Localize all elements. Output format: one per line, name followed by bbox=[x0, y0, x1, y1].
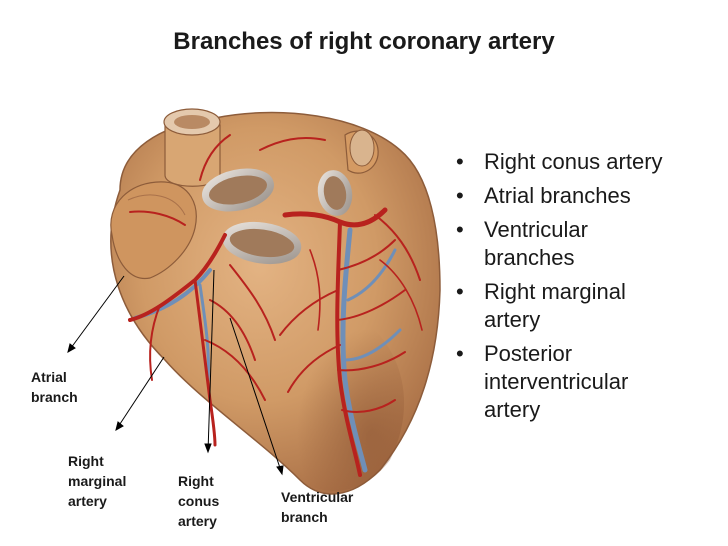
arrow-right-marginal bbox=[115, 356, 165, 431]
callout-atrial-branch: Atrial branch bbox=[31, 369, 78, 405]
callout-right-conus-artery: Right conus artery bbox=[178, 473, 220, 529]
vessel-opening-right bbox=[317, 170, 353, 216]
callout-arrows bbox=[67, 269, 284, 476]
list-item: Right marginal artery bbox=[452, 278, 722, 334]
list-item: Posterior interventricular artery bbox=[452, 340, 722, 424]
list-item: Ventricular branches bbox=[452, 216, 722, 272]
arrow-atrial-branch bbox=[67, 275, 125, 353]
vessel-opening-upper bbox=[202, 168, 274, 212]
branch-list: Right conus artery Atrial branches Ventr… bbox=[452, 148, 722, 430]
callout-right-marginal-artery: Right marginal artery bbox=[68, 453, 127, 509]
coronary-arteries bbox=[128, 134, 423, 477]
right-auricle bbox=[110, 181, 197, 280]
callout-ventricular-branch: Ventricular branch bbox=[281, 489, 354, 525]
list-item: Atrial branches bbox=[452, 182, 722, 210]
list-item: Right conus artery bbox=[452, 148, 722, 176]
vessel-opening-lower bbox=[222, 221, 302, 265]
arrow-right-conus bbox=[207, 269, 215, 453]
slide-title: Branches of right coronary artery bbox=[173, 28, 555, 55]
arrow-ventricular-branch bbox=[229, 317, 283, 475]
